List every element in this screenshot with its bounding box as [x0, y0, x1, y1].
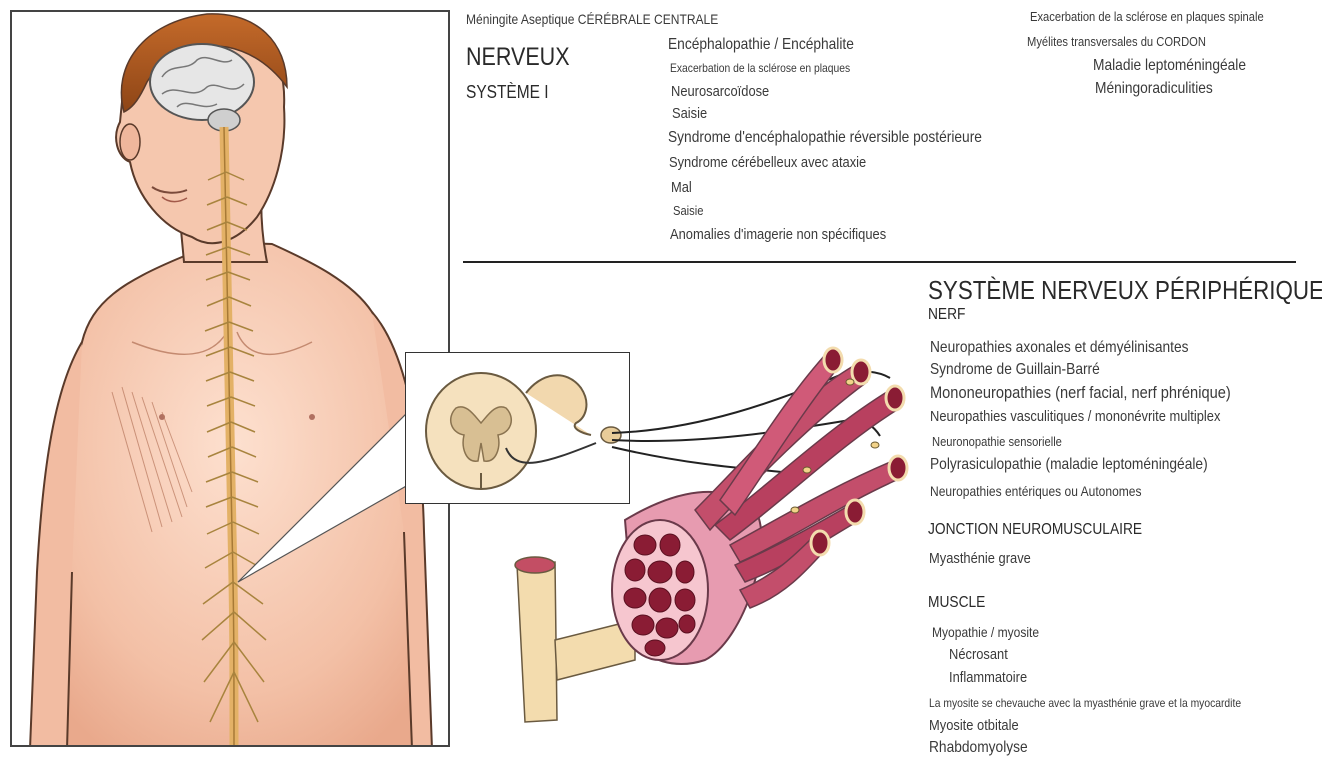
nerve-item: Neuronopathie sensorielle	[932, 435, 1062, 448]
human-body-illustration	[12, 12, 450, 747]
muscle-item: Myopathie / myosite	[932, 625, 1039, 639]
cns-title-line2: SYSTÈME I	[466, 83, 549, 101]
nmj-header: JONCTION NEUROMUSCULAIRE	[928, 522, 1142, 538]
brain-item: Saisie	[672, 106, 707, 121]
brain-item: Encéphalopathie / Encéphalite	[668, 37, 854, 53]
nerve-item: Neuropathies vasculitiques / mononévrite…	[930, 409, 1220, 424]
muscle-header: MUSCLE	[928, 595, 985, 611]
muscle-item: Rhabdomyolyse	[929, 740, 1028, 756]
cns-title-line1: NERVEUX	[466, 45, 570, 70]
muscle-item: Nécrosant	[949, 647, 1008, 662]
brain-item: Neurosarcoïdose	[671, 84, 769, 99]
cns-top-label: Méningite Aseptique CÉRÉBRALE CENTRALE	[466, 12, 718, 26]
pns-title: SYSTÈME NERVEUX PÉRIPHÉRIQUE	[928, 277, 1322, 303]
nerve-item: Syndrome de Guillain-Barré	[930, 362, 1100, 378]
brain-item: Syndrome d'encéphalopathie réversible po…	[668, 130, 982, 146]
muscle-fiber-illustration	[495, 340, 925, 730]
nerve-item: Polyrasiculopathie (maladie leptoméningé…	[930, 457, 1208, 473]
spinal-item: Exacerbation de la sclérose en plaques s…	[1030, 10, 1264, 23]
brain-item: Anomalies d'imagerie non spécifiques	[670, 227, 886, 242]
brain-item: Exacerbation de la sclérose en plaques	[670, 62, 850, 74]
nerve-item: Neuropathies entériques ou Autonomes	[930, 484, 1142, 498]
brain-item: Syndrome cérébelleux avec ataxie	[669, 155, 866, 170]
muscle-item: La myosite se chevauche avec la myasthén…	[929, 697, 1241, 709]
nerve-item: Mononeuropathies (nerf facial, nerf phré…	[930, 384, 1231, 401]
nerve-header: NERF	[928, 307, 965, 323]
nmj-item: Myasthénie grave	[929, 551, 1031, 566]
brain-item: Mal	[671, 180, 692, 195]
muscle-item: Myosite otbitale	[929, 718, 1019, 733]
muscle-item: Inflammatoire	[949, 670, 1027, 685]
brain-item: Saisie	[673, 204, 703, 217]
spinal-item: Myélites transversales du CORDON	[1027, 35, 1206, 48]
section-divider	[463, 261, 1296, 263]
ear	[120, 124, 140, 160]
nerve-item: Neuropathies axonales et démyélinisantes	[930, 340, 1189, 356]
spinal-item: Méningoradiculities	[1095, 81, 1213, 97]
human-figure-panel	[10, 10, 450, 747]
spinal-item: Maladie leptoméningéale	[1093, 58, 1246, 74]
